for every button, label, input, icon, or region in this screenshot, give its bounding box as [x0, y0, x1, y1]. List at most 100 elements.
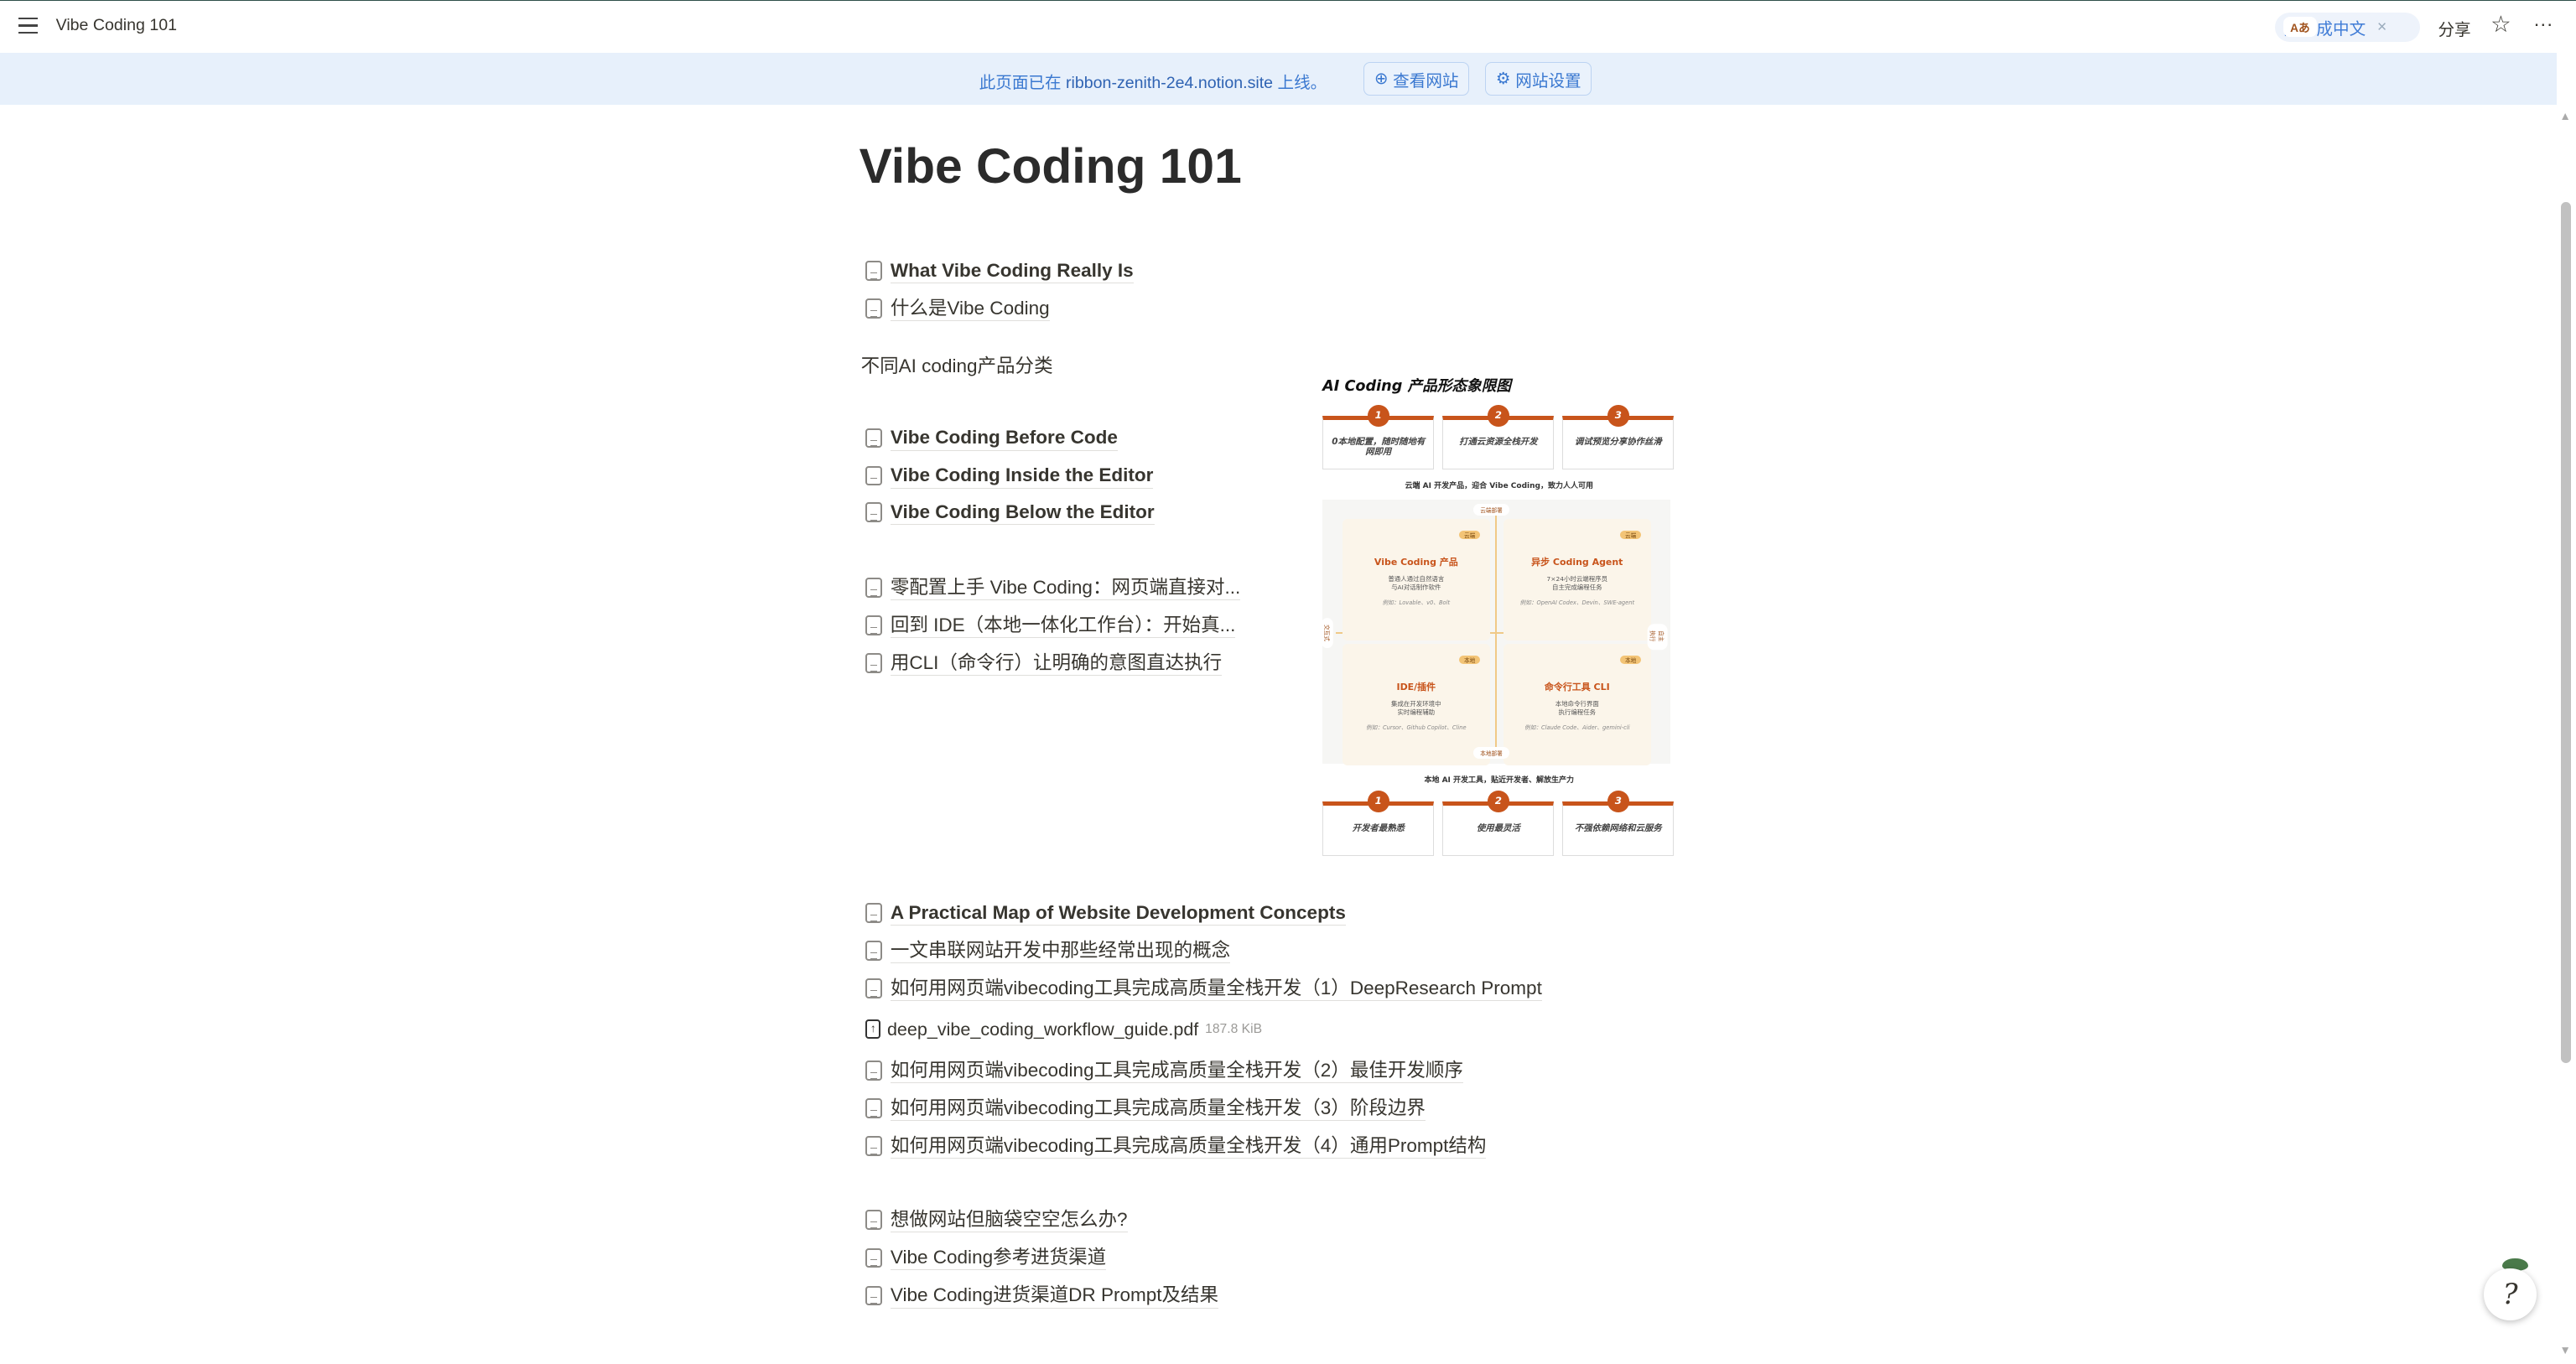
quadrant-examples: 例如：Cursor、Github Copilot、Cline: [1366, 724, 1467, 732]
breadcrumb-title[interactable]: Vibe Coding 101: [55, 15, 178, 34]
page-link[interactable]: 回到 IDE（本地一体化工作台）：开始真...: [865, 613, 1236, 639]
page-link[interactable]: Vibe Coding Below the Editor: [865, 500, 1155, 525]
gear-icon: ⚙: [1495, 70, 1511, 89]
page-link-label: Vibe Coding Inside the Editor: [890, 463, 1154, 489]
view-site-label: 查看网站: [1393, 71, 1459, 91]
pdf-size: 187.8 KiB: [1205, 1021, 1263, 1036]
quadrant-examples: 例如：Claude Code、Aider、gemini-cli: [1524, 724, 1630, 732]
close-icon[interactable]: ×: [2376, 17, 2387, 36]
axis-top-label: 云端部署: [1473, 504, 1509, 516]
card-text: 不强依赖网络和云服务: [1574, 822, 1662, 833]
page-icon: [865, 1210, 883, 1230]
banner-domain: ribbon-zenith-2e4.notion.site: [1066, 74, 1274, 93]
banner-suffix: 上线。: [1273, 74, 1327, 93]
page-icon: [865, 1136, 883, 1156]
scrollbar-thumb[interactable]: [2561, 201, 2572, 1063]
page-link[interactable]: 什么是Vibe Coding: [865, 296, 1050, 322]
page-icon: [865, 1098, 883, 1118]
quadrant-desc: 实时编程辅助: [1397, 708, 1436, 716]
quadrant-examples: 例如：Lovable、v0、Bolt: [1382, 599, 1451, 607]
quadrant-title: Vibe Coding 产品: [1374, 557, 1458, 568]
page-link[interactable]: Vibe Coding Before Code: [865, 425, 1118, 451]
card-text: 开发者最熟悉: [1352, 822, 1405, 833]
quadrant-desc: 7×24小时云端程序员: [1546, 575, 1608, 583]
page-title: Vibe Coding 101: [859, 138, 1242, 194]
page-link[interactable]: 想做网站但脑袋空空怎么办?: [865, 1207, 1128, 1233]
page-link[interactable]: 如何用网页端vibecoding工具完成高质量全栈开发（1）DeepResear…: [865, 976, 1542, 1002]
page-icon: [865, 615, 883, 635]
page-link-label: 什么是Vibe Coding: [890, 296, 1050, 322]
page-link[interactable]: 如何用网页端vibecoding工具完成高质量全栈开发（3）阶段边界: [865, 1096, 1426, 1122]
site-settings-button[interactable]: ⚙网站设置: [1485, 62, 1592, 96]
page-link[interactable]: 一文串联网站开发中那些经常出现的概念: [865, 938, 1231, 964]
diagram-title: AI Coding 产品形态象限图: [1322, 377, 1511, 395]
card-number: 1: [1368, 791, 1389, 812]
page-icon: [865, 502, 883, 522]
view-site-button[interactable]: ⊕查看网站: [1363, 62, 1470, 96]
share-button[interactable]: 分享: [2438, 20, 2471, 39]
quadrant-tag: 云端: [1620, 530, 1642, 539]
quadrant-tag: 本地: [1620, 655, 1642, 664]
axis-bottom-label: 本地部署: [1473, 747, 1509, 760]
page-link-label: Vibe Coding Below the Editor: [890, 500, 1155, 525]
quadrant-desc: 与AI对话制作软件: [1391, 583, 1441, 591]
menu-icon[interactable]: [18, 17, 39, 34]
help-button[interactable]: ?: [2484, 1268, 2537, 1321]
page-link[interactable]: 零配置上手 Vibe Coding：网页端直接对...: [865, 575, 1241, 601]
page-link-label: What Vibe Coding Really Is: [890, 258, 1134, 283]
quadrant-desc: 执行编程任务: [1558, 708, 1597, 716]
page-icon: [865, 428, 883, 449]
card-text: 0本地配置，随时随地有网即用: [1332, 437, 1426, 457]
banner-prefix: 此页面已在: [979, 74, 1067, 93]
page-icon: [865, 1061, 883, 1081]
quadrant-title: 命令行工具 CLI: [1544, 682, 1610, 693]
page-icon: [865, 941, 883, 961]
page-link[interactable]: What Vibe Coding Really Is: [865, 258, 1134, 283]
page-link-label: 用CLI（命令行）让明确的意图直达执行: [890, 651, 1223, 677]
card-text: 调试预览分享协作丝滑: [1574, 437, 1662, 448]
diagram-bottom-caption: 本地 AI 开发工具，贴近开发者、解放生产力: [1424, 775, 1575, 785]
quadrant-desc: 普通人通过自然语言: [1388, 575, 1445, 583]
page-link-label: 一文串联网站开发中那些经常出现的概念: [890, 938, 1231, 964]
more-icon[interactable]: ···: [2533, 12, 2553, 34]
pdf-attachment[interactable]: ↑ deep_vibe_coding_workflow_guide.pdf 18…: [865, 1019, 1262, 1040]
page-link[interactable]: 用CLI（命令行）让明确的意图直达执行: [865, 651, 1223, 677]
axis-right-label: 自主执行: [1647, 624, 1668, 651]
section-text: 不同AI coding产品分类: [860, 355, 1053, 377]
scroll-down-icon[interactable]: ▼: [2559, 1343, 2571, 1356]
page-link[interactable]: 如何用网页端vibecoding工具完成高质量全栈开发（4）通用Prompt结构: [865, 1133, 1487, 1159]
page-link[interactable]: A Practical Map of Website Development C…: [865, 900, 1346, 926]
quadrant-desc: 自主完成编程任务: [1552, 583, 1602, 591]
top-bar: Vibe Coding 101 Aあ 翻译成中文 × 分享 ☆ ···: [0, 0, 2576, 53]
quadrant-tag: 本地: [1459, 655, 1481, 664]
page-icon: [865, 903, 883, 923]
page-icon: [865, 261, 883, 281]
diagram-top-caption: 云端 AI 开发产品，迎合 Vibe Coding，致力人人可用: [1405, 482, 1593, 491]
page-link[interactable]: Vibe Coding进货渠道DR Prompt及结果: [865, 1283, 1219, 1309]
scroll-up-icon[interactable]: ▲: [2559, 110, 2571, 123]
banner-text: 此页面已在 ribbon-zenith-2e4.notion.site 上线。: [979, 69, 1327, 93]
translate-icon: Aあ: [2283, 17, 2317, 38]
page-link[interactable]: Vibe Coding参考进货渠道: [865, 1245, 1107, 1271]
star-icon[interactable]: ☆: [2490, 10, 2511, 37]
page-link-label: 如何用网页端vibecoding工具完成高质量全栈开发（1）DeepResear…: [890, 976, 1542, 1002]
page-icon: [865, 1285, 883, 1306]
card-text: 使用最灵活: [1476, 822, 1520, 833]
quadrant-desc: 集成在开发环境中: [1391, 699, 1441, 708]
page-link-label: 想做网站但脑袋空空怎么办?: [890, 1207, 1128, 1233]
translate-button[interactable]: Aあ 翻译成中文 ×: [2275, 12, 2420, 42]
page-icon: [865, 578, 883, 598]
page-link[interactable]: 如何用网页端vibecoding工具完成高质量全栈开发（2）最佳开发顺序: [865, 1058, 1463, 1084]
globe-icon: ⊕: [1374, 70, 1389, 89]
axis-left-label: 交互式: [1322, 618, 1334, 649]
page-link[interactable]: Vibe Coding Inside the Editor: [865, 463, 1154, 489]
page-link-label: Vibe Coding参考进货渠道: [890, 1245, 1107, 1271]
